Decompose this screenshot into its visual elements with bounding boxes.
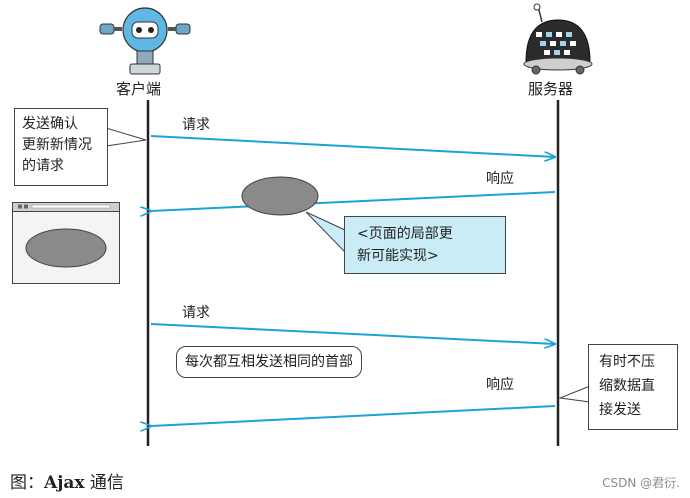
partial-update-line-2: 新可能实现> [357,248,439,264]
confirm-request-note: 发送确认 更新新情况 的请求 [14,108,108,186]
request-arrow-2 [150,323,555,344]
request-label-2: 请求 [182,305,210,321]
response-arrow-1 [151,191,556,211]
no-compress-line-1: 有时不压 [599,354,655,370]
watermark: CSDN @君衍. [602,476,680,490]
request-arrow-1 [150,135,555,157]
client-label: 客户端 [116,80,162,98]
caption-suffix: 通信 [84,473,124,493]
server-robot-icon [523,3,593,75]
no-compress-line-3: 接发送 [599,402,641,418]
caption-bold: Ajax [44,473,85,493]
confirm-note-pointer [105,127,147,147]
response-label-1: 响应 [486,171,514,187]
response-arrow-2 [151,405,556,426]
no-compress-line-2: 缩数据直 [599,378,655,394]
response-label-2: 响应 [486,377,514,393]
confirm-note-line-1: 发送确认 [22,116,78,132]
no-compress-note: 有时不压 缩数据直 接发送 [588,344,678,430]
request-label-1: 请求 [182,117,210,133]
confirm-note-line-2: 更新新情况 [22,137,92,153]
partial-update-bubble-tail [305,211,346,254]
browser-window-icon [12,202,120,284]
same-headers-note: 每次都互相发送相同的首部 [176,346,362,378]
caption-prefix: 图： [10,473,44,493]
partial-update-bubble: <页面的局部更 新可能实现> [344,216,506,274]
no-compress-note-pointer [558,385,591,403]
response-payload-ellipse [241,176,319,216]
partial-update-line-1: <页面的局部更 [357,226,453,242]
figure-caption: 图：Ajax 通信 [10,468,124,493]
server-label: 服务器 [528,80,574,98]
confirm-note-line-3: 的请求 [22,158,64,174]
client-robot-icon [99,7,191,75]
